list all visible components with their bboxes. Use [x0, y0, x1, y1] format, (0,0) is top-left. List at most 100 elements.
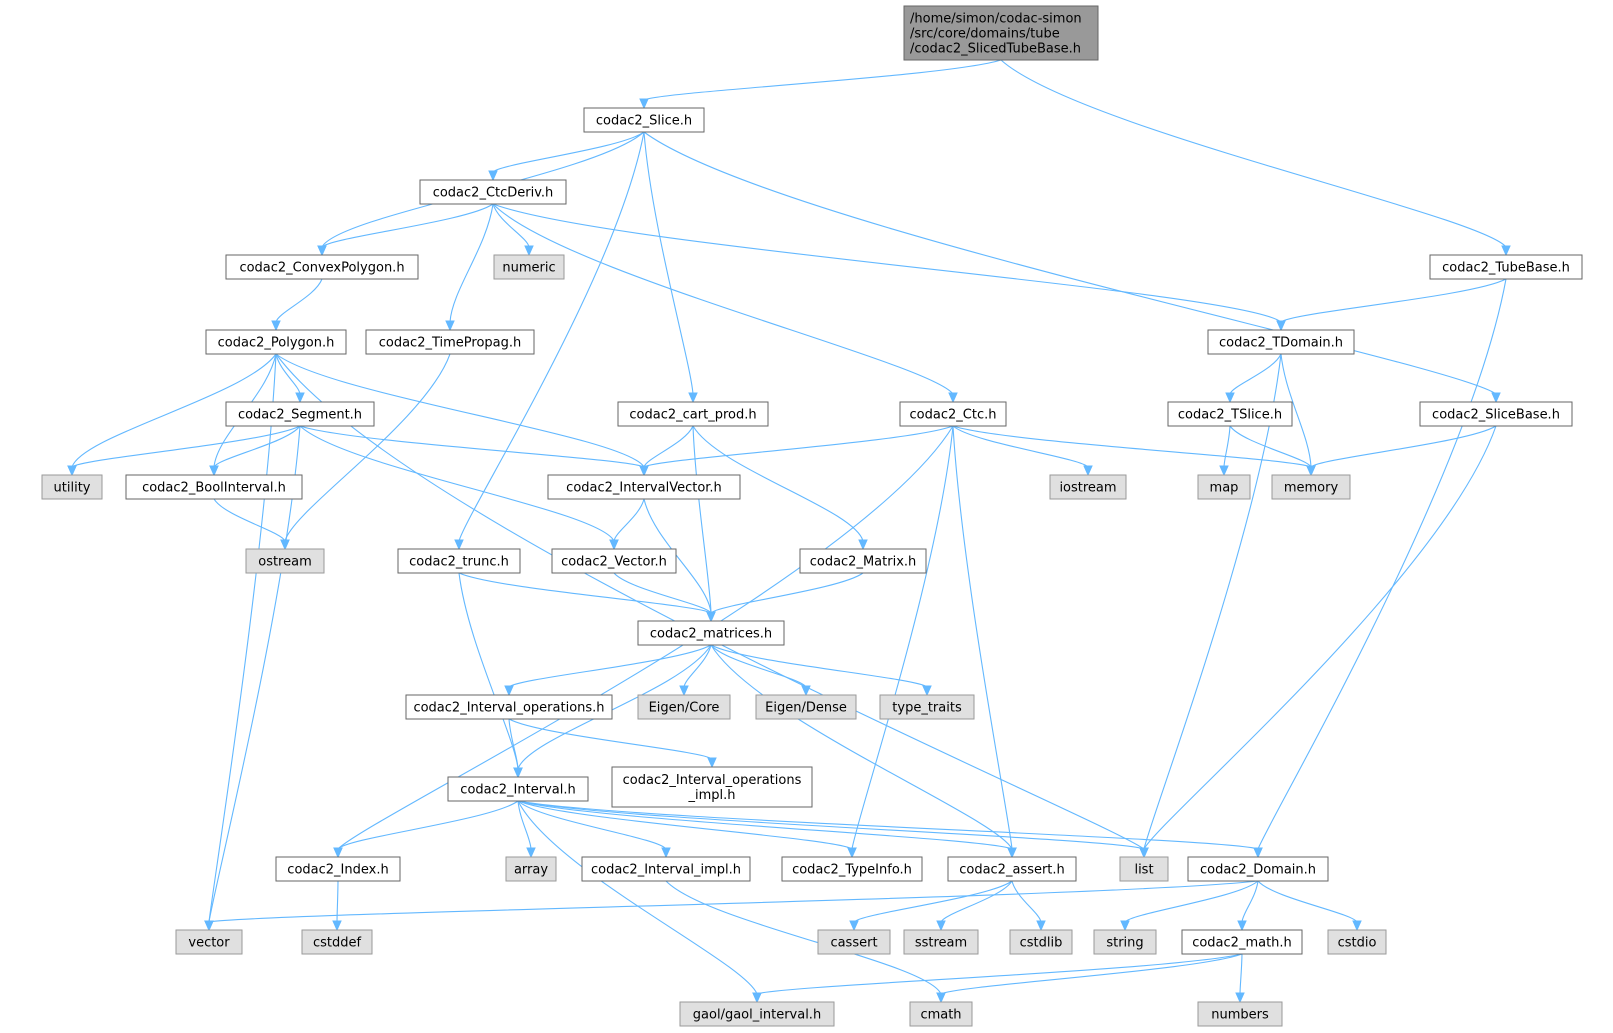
- node-box: [1271, 474, 1351, 500]
- node-label: /codac2_SlicedTubeBase.h: [910, 42, 1081, 57]
- edge-root-to-slice: [643, 59, 1002, 101]
- node-label: codac2_Index.h: [287, 863, 388, 878]
- node-interval[interactable]: codac2_Interval.h: [447, 776, 589, 802]
- node-typetraits: type_traits: [879, 694, 975, 720]
- node-box: [781, 856, 923, 882]
- node-intervalvector[interactable]: codac2_IntervalVector.h: [547, 474, 741, 500]
- node-box: [903, 929, 979, 955]
- edge-tslice-to-memory: [1229, 425, 1312, 468]
- node-math[interactable]: codac2_math.h: [1181, 929, 1303, 955]
- edge-boolinterval-to-ostream: [213, 498, 286, 542]
- edge-math-to-gaol: [756, 953, 1243, 995]
- node-label: codac2_Interval_operations.h: [413, 701, 604, 716]
- arrowhead-math-to-cmath: [936, 992, 946, 1004]
- edge-slicebase-to-list: [1143, 425, 1497, 850]
- node-label: codac2_trunc.h: [409, 555, 509, 570]
- node-box: [225, 254, 419, 280]
- node-segment[interactable]: codac2_Segment.h: [225, 401, 375, 427]
- arrowhead-ctcderiv-to-convexpolygon: [317, 245, 327, 257]
- node-label: codac2_TypeInfo.h: [792, 863, 912, 878]
- node-tslice[interactable]: codac2_TSlice.h: [1167, 401, 1293, 427]
- node-matrices[interactable]: codac2_matrices.h: [637, 620, 785, 646]
- node-label: codac2_Segment.h: [238, 408, 362, 423]
- node-typeinfo[interactable]: codac2_TypeInfo.h: [781, 856, 923, 882]
- node-label: cstdio: [1338, 936, 1377, 951]
- node-tdomain[interactable]: codac2_TDomain.h: [1207, 329, 1355, 355]
- node-box: [175, 929, 243, 955]
- arrowhead-convexpolygon-to-polygon: [271, 320, 281, 332]
- arrowhead-slice-to-ctcderiv: [488, 170, 498, 182]
- edge-polygon-to-utility: [71, 353, 277, 468]
- node-map: map: [1197, 474, 1251, 500]
- node-box: [611, 766, 813, 808]
- edge-segment-to-boolinterval: [213, 425, 301, 468]
- edges-layer: [67, 59, 1511, 1004]
- node-string: string: [1093, 929, 1157, 955]
- arrowhead-intervalops-to-intervalopsimpl: [707, 757, 717, 769]
- node-label: map: [1210, 481, 1239, 496]
- arrowhead-ctcderiv-to-ctc: [948, 392, 958, 404]
- node-label: sstream: [915, 936, 967, 951]
- edge-convexpolygon-to-polygon: [275, 278, 323, 323]
- node-slicebase[interactable]: codac2_SliceBase.h: [1419, 401, 1573, 427]
- node-boolinterval[interactable]: codac2_BoolInterval.h: [125, 474, 303, 500]
- edge-ctcderiv-to-tdomain: [492, 203, 1282, 323]
- arrowhead-math-to-numbers: [1235, 992, 1245, 1004]
- edge-segment-to-utility: [71, 425, 301, 468]
- node-ctcderiv[interactable]: codac2_CtcDeriv.h: [419, 179, 567, 205]
- node-sstream: sstream: [903, 929, 979, 955]
- arrowhead-slicebase-to-memory: [1306, 465, 1316, 477]
- edge-matrixh-to-matrices: [710, 572, 864, 614]
- arrowhead-assert-to-sstream: [936, 920, 946, 932]
- node-label: codac2_TimePropag.h: [379, 336, 522, 351]
- node-label: numeric: [502, 261, 555, 276]
- arrowhead-slice-to-trunc: [454, 539, 464, 551]
- arrowhead-root-to-slice: [639, 98, 649, 110]
- node-box: [505, 856, 557, 882]
- node-label: cstdlib: [1020, 936, 1063, 951]
- arrowhead-intervalvector-to-vectorh: [609, 539, 619, 551]
- node-cartprod[interactable]: codac2_cart_prod.h: [617, 401, 769, 427]
- edge-intervalops-to-interval: [508, 718, 519, 770]
- node-trunc[interactable]: codac2_trunc.h: [397, 548, 521, 574]
- node-intervalimpl[interactable]: codac2_Interval_impl.h: [581, 856, 751, 882]
- edge-math-to-numbers: [1239, 953, 1243, 995]
- node-box: [637, 694, 731, 720]
- node-ctc[interactable]: codac2_Ctc.h: [899, 401, 1007, 427]
- edge-polygon-to-vector: [208, 353, 277, 923]
- node-box: [245, 548, 325, 574]
- node-timepropag[interactable]: codac2_TimePropag.h: [365, 329, 535, 355]
- node-convexpolygon[interactable]: codac2_ConvexPolygon.h: [225, 254, 419, 280]
- node-box: [125, 474, 303, 500]
- node-tubebase[interactable]: codac2_TubeBase.h: [1429, 254, 1583, 280]
- node-box: [225, 401, 375, 427]
- edge-assert-to-sstream: [940, 880, 1013, 923]
- edge-tdomain-to-memory: [1280, 353, 1312, 468]
- edge-intervalimpl-to-cmath: [665, 880, 942, 995]
- node-label: codac2_Vector.h: [561, 555, 667, 570]
- node-cassert: cassert: [817, 929, 891, 955]
- node-label: codac2_cart_prod.h: [629, 408, 756, 423]
- node-index[interactable]: codac2_Index.h: [275, 856, 401, 882]
- edge-assert-to-cstdlib: [1011, 880, 1042, 923]
- edge-vectorh-to-matrices: [613, 572, 712, 614]
- node-slice[interactable]: codac2_Slice.h: [583, 107, 705, 133]
- node-gaol: gaol/gaol_interval.h: [679, 1001, 835, 1027]
- node-assert[interactable]: codac2_assert.h: [947, 856, 1077, 882]
- node-label: codac2_matrices.h: [650, 627, 772, 642]
- node-vectorh[interactable]: codac2_Vector.h: [551, 548, 677, 574]
- arrowhead-ctcderiv-to-tdomain: [1276, 320, 1286, 332]
- edge-trunc-to-interval: [458, 572, 519, 770]
- node-intervalopsimpl[interactable]: codac2_Interval_operations_impl.h: [611, 766, 813, 808]
- node-matrixh[interactable]: codac2_Matrix.h: [799, 548, 927, 574]
- edge-trunc-to-matrices: [458, 572, 712, 614]
- edge-interval-to-gaol: [517, 800, 758, 995]
- arrowhead-domain-to-string: [1120, 920, 1130, 932]
- node-polygon[interactable]: codac2_Polygon.h: [205, 329, 347, 355]
- node-label: iostream: [1059, 481, 1116, 496]
- edge-matrices-to-assert: [710, 644, 1013, 850]
- node-label: codac2_Interval_impl.h: [591, 863, 741, 878]
- node-intervalops[interactable]: codac2_Interval_operations.h: [405, 694, 613, 720]
- edge-ctcderiv-to-timepropag: [449, 203, 494, 323]
- node-domain[interactable]: codac2_Domain.h: [1187, 856, 1329, 882]
